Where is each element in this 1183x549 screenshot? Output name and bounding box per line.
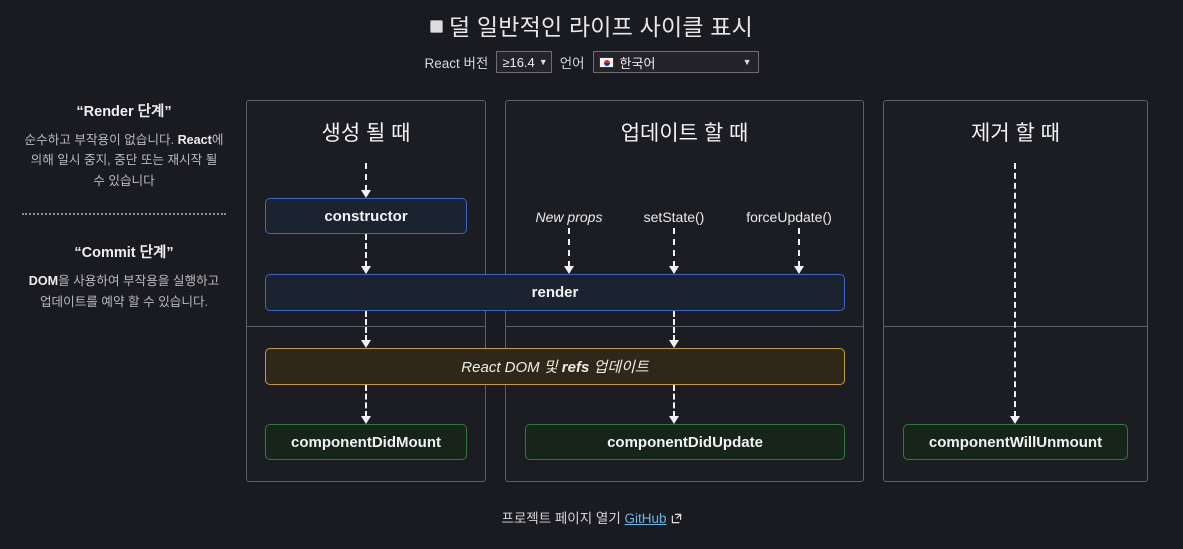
- arrow-setstate-to-render: [669, 228, 679, 274]
- page-title-text: 덜 일반적인 라이프 사이클 표시: [448, 14, 754, 40]
- node-component-did-update-label: componentDidUpdate: [607, 433, 763, 451]
- node-component-did-update[interactable]: componentDidUpdate: [525, 424, 845, 460]
- kr-flag-icon: [598, 56, 614, 68]
- page-title: 덜 일반적인 라이프 사이클 표시: [0, 8, 1183, 42]
- github-link[interactable]: GitHub: [625, 511, 667, 526]
- github-link-label: GitHub: [624, 511, 667, 526]
- legend-render-phase-title: “Render 단계”: [76, 104, 172, 120]
- external-link-icon: [671, 512, 682, 524]
- legend-commit-phase-body: DOM을 사용하여 부작용을 실행하고 업데이트를 예약 할 수 있습니다.: [24, 271, 224, 312]
- controls-bar: React 버전 ≥16.4 ▼ 언어 한국어 ▼: [0, 51, 1183, 73]
- legend-commit-phase: “Commit 단계” DOM을 사용하여 부작용을 실행하고 업데이트를 예약…: [18, 241, 230, 312]
- trigger-force-update: forceUpdate(): [746, 209, 832, 225]
- node-react-dom-post: 업데이트: [589, 359, 649, 376]
- arrow-mount-to-constructor: [361, 163, 371, 198]
- arrow-reactdom-to-didmount: [361, 385, 371, 424]
- legend-render-bold: React: [177, 133, 212, 147]
- language-select[interactable]: 한국어 ▼: [592, 51, 759, 73]
- arrow-render-to-reactdom-update: [669, 311, 679, 348]
- node-constructor-label: constructor: [324, 207, 408, 225]
- legend-render-post: 에 의해 일시 중지, 중단 또는 재시작 될 수 있습니다: [30, 133, 224, 188]
- panel-unmounting-title: 제거 할 때: [971, 122, 1060, 145]
- arrow-unmount-to-willunmount: [1010, 163, 1020, 424]
- legend-render-phase: “Render 단계” 순수하고 부작용이 없습니다. React에 의해 일시…: [18, 100, 230, 191]
- legend-commit-post: 을 사용하여 부작용을 실행하고 업데이트를 예약 할 수 있습니다.: [39, 274, 220, 309]
- node-component-did-mount-label: componentDidMount: [291, 433, 441, 451]
- node-component-will-unmount[interactable]: componentWillUnmount: [903, 424, 1128, 460]
- footer-text: 프로젝트 페이지 열기: [501, 511, 621, 526]
- node-react-dom-bold: refs: [561, 359, 590, 376]
- node-render-label: render: [531, 284, 579, 301]
- node-component-will-unmount-label: componentWillUnmount: [928, 433, 1103, 451]
- react-version-label: React 버전: [424, 56, 489, 71]
- panel-updating-title: 업데이트 할 때: [620, 122, 749, 145]
- node-react-dom-pre: React DOM 및: [461, 359, 562, 376]
- footer: 프로젝트 페이지 열기 GitHub: [0, 507, 1183, 527]
- react-version-select[interactable]: ≥16.4 ▼: [496, 51, 552, 73]
- arrow-constructor-to-render: [361, 234, 371, 274]
- arrow-forceupdate-to-render: [794, 228, 804, 274]
- less-common-lifecycles-checkbox[interactable]: [429, 19, 443, 33]
- legend-render-phase-body: 순수하고 부작용이 없습니다. React에 의해 일시 중지, 중단 또는 재…: [24, 130, 224, 191]
- react-version-value: ≥16.4: [502, 54, 535, 70]
- chevron-down-icon: ▼: [538, 56, 548, 67]
- language-label: 언어: [559, 56, 585, 71]
- trigger-set-state: setState(): [643, 209, 705, 225]
- panel-mounting-title: 생성 될 때: [321, 122, 411, 145]
- phase-legend: “Render 단계” 순수하고 부작용이 없습니다. React에 의해 일시…: [18, 100, 230, 312]
- node-render[interactable]: render: [265, 274, 845, 311]
- trigger-new-props: New props: [535, 209, 603, 225]
- legend-commit-phase-title: “Commit 단계”: [74, 245, 174, 262]
- arrow-newprops-to-render: [564, 228, 574, 274]
- legend-divider: [22, 213, 226, 216]
- node-component-did-mount[interactable]: componentDidMount: [265, 424, 467, 460]
- node-react-dom-refs-update[interactable]: React DOM 및 refs 업데이트: [265, 348, 845, 385]
- arrow-render-to-reactdom-mount: [361, 311, 371, 348]
- arrow-reactdom-to-didupdate: [669, 385, 679, 424]
- chevron-down-icon: ▼: [742, 57, 752, 67]
- node-constructor[interactable]: constructor: [265, 198, 467, 234]
- legend-render-pre: 순수하고 부작용이 없습니다.: [24, 133, 178, 147]
- node-react-dom-label: React DOM 및 refs 업데이트: [461, 356, 648, 377]
- panel-phase-divider: [506, 326, 863, 327]
- legend-commit-bold: DOM: [28, 274, 59, 289]
- language-value: 한국어: [619, 55, 656, 71]
